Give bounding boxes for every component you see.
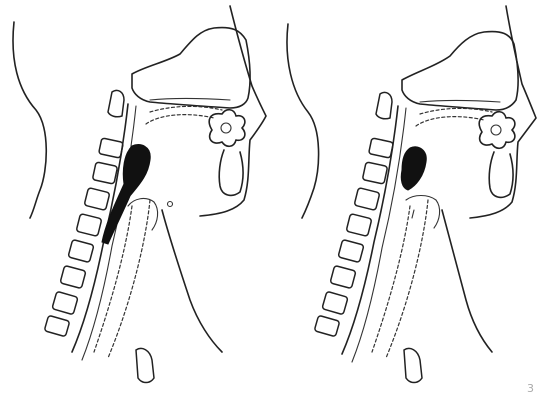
right-back-outline [287,24,319,218]
right-spine [314,92,393,336]
right-front-neck [442,210,492,352]
right-skull-base [402,32,518,111]
right-nasal-line [420,101,500,103]
right-bolus [401,147,426,190]
left-tongue-top [146,115,214,124]
right-tongue-top [416,117,484,126]
right-mandible [489,152,513,197]
right-teeth [479,112,515,149]
left-thyroid-bone [136,348,154,382]
right-thyroid-bone [404,348,422,382]
left-front-neck [162,210,222,352]
right-panel [287,6,536,383]
left-epiglottis [128,199,158,230]
right-epiglottis [406,196,440,229]
left-mandible [219,150,243,195]
left-skull-base [132,28,250,109]
corner-mark: 3 [527,382,534,395]
left-panel [13,6,266,383]
right-small-mark [412,210,414,218]
left-teeth [209,110,245,147]
left-nasal-line [150,99,230,101]
left-back-outline [13,22,46,218]
left-hyoid-dot [168,202,173,207]
